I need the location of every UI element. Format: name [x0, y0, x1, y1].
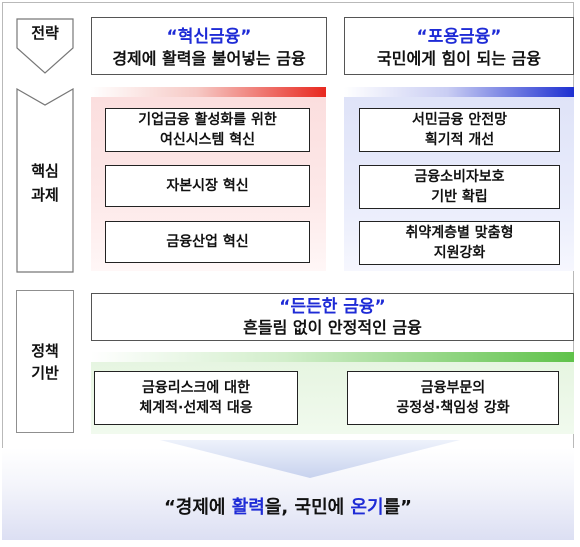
inclusive-task-1: 서민금융 안전망 획기적 개선: [359, 108, 560, 152]
innovation-finance-subtitle: 경제에 활력을 불어넣는 금융: [112, 49, 306, 68]
slogan-part-1: “경제에: [163, 497, 232, 518]
policy-basis-label-2: 기반: [31, 364, 59, 382]
innovation-task-1: 기업금융 활성화를 위한 여신시스템 혁신: [105, 108, 310, 152]
innovation-task-2: 자본시장 혁신: [105, 165, 310, 207]
inclusive-accent-bar: [344, 87, 574, 97]
slogan-part-2: 을, 국민에: [264, 497, 351, 518]
inclusive-task-3: 취약계층별 맞춤형 지원강화: [359, 221, 560, 265]
inclusive-finance-title: “포용금융”: [416, 27, 502, 47]
down-arrow-icon: [160, 440, 460, 478]
slogan-part-3: 를”: [383, 497, 413, 518]
slogan-highlight-warmth: 온기: [350, 497, 384, 518]
foundation-task-1: 금융리스크에 대한 체계적·선제적 대응: [94, 371, 298, 425]
innovation-finance-header: “혁신금융” 경제에 활력을 불어넣는 금융: [91, 17, 327, 75]
innovation-accent-bar: [91, 87, 326, 97]
solid-finance-subtitle: 흔들림 없이 안정적인 금융: [243, 318, 422, 337]
foundation-accent-bar: [91, 352, 574, 362]
foundation-task-2: 금융부문의 공정성·책임성 강화: [347, 371, 559, 425]
inclusive-task-2: 금융소비자보호 기반 확립: [359, 165, 560, 209]
slogan-text: “경제에 활력을, 국민에 온기를”: [2, 496, 574, 520]
strategy-label: 전략: [31, 24, 59, 42]
solid-finance-header: “든든한 금융” 흔들림 없이 안정적인 금융: [91, 293, 574, 341]
innovation-task-3: 금융산업 혁신: [105, 221, 310, 263]
innovation-finance-title: “혁신금융”: [166, 27, 252, 47]
solid-finance-title: “든든한 금융”: [279, 297, 386, 317]
inclusive-finance-header: “포용금융” 국민에게 힘이 되는 금융: [344, 17, 574, 75]
slogan-highlight-vitality: 활력: [231, 497, 265, 518]
inclusive-finance-subtitle: 국민에게 힘이 되는 금융: [377, 49, 541, 68]
policy-basis-box: [16, 290, 74, 433]
core-tasks-label-1: 핵심: [31, 162, 59, 180]
core-tasks-label-2: 과제: [31, 186, 59, 204]
core-tasks-chevron: [16, 88, 74, 273]
strategy-chevron: [16, 18, 74, 74]
policy-basis-label-1: 정책: [31, 342, 59, 360]
